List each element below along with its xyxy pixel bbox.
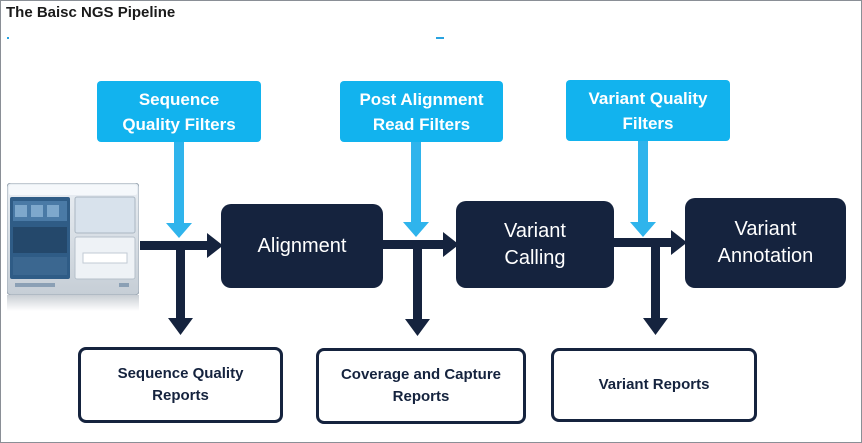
report-label: Coverage and Capture Reports bbox=[340, 366, 502, 405]
filter-arrows bbox=[166, 140, 656, 238]
report-coverage-capture: Coverage and Capture Reports bbox=[316, 348, 526, 424]
filter-label: Sequence Quality Filters bbox=[122, 89, 236, 134]
filter-post-alignment-read: Post Alignment Read Filters bbox=[340, 81, 503, 142]
step-label: Alignment bbox=[257, 234, 347, 257]
filter-variant-quality: Variant Quality Filters bbox=[566, 80, 730, 141]
report-label: Sequence Quality Reports bbox=[117, 365, 244, 404]
report-label: Variant Reports bbox=[598, 376, 710, 393]
step-label: Variant Calling bbox=[504, 219, 566, 269]
step-alignment: Alignment bbox=[221, 204, 383, 288]
sequencer-icon bbox=[7, 183, 139, 311]
main-flow-arrows bbox=[140, 230, 687, 258]
report-sequence-quality: Sequence Quality Reports bbox=[78, 347, 283, 423]
step-label: Variant Annotation bbox=[717, 218, 814, 267]
decorative-mark-center bbox=[436, 37, 444, 39]
step-variant-annotation: Variant Annotation bbox=[685, 198, 846, 288]
step-variant-calling: Variant Calling bbox=[456, 201, 614, 288]
report-arrows bbox=[168, 247, 668, 336]
filter-label: Variant Quality Filters bbox=[588, 88, 708, 133]
page-title: The Baisc NGS Pipeline bbox=[6, 4, 176, 21]
filter-label: Post Alignment Read Filters bbox=[359, 89, 484, 134]
filter-sequence-quality: Sequence Quality Filters bbox=[97, 81, 261, 142]
report-variant: Variant Reports bbox=[551, 348, 757, 422]
decorative-mark-left bbox=[7, 37, 9, 39]
